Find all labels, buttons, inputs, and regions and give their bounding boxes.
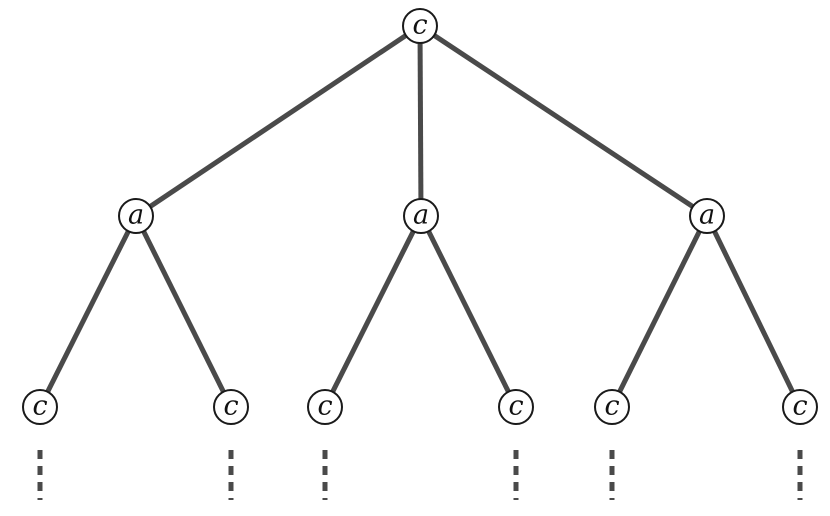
leaf-node-3-2: c — [782, 389, 818, 425]
leaf-node-1-2: c — [213, 389, 249, 425]
node-a-2-label: a — [413, 200, 429, 231]
edge-a2-to-c1 — [322, 214, 424, 409]
edge-root-to-a2 — [417, 25, 424, 217]
leaf-node-1-2-circle — [213, 389, 249, 425]
node-a-3-label: a — [699, 200, 715, 231]
node-a-3-circle — [689, 198, 725, 234]
leaf-node-1-1-circle — [22, 389, 58, 425]
leaf-node-2-2-label: c — [508, 391, 523, 422]
edge-a2-to-c2 — [418, 214, 519, 409]
leaf-node-3-2-circle — [782, 389, 818, 425]
edge-a3-to-c2 — [704, 214, 803, 409]
leaf-node-1-2-label: c — [223, 391, 238, 422]
leaf-node-3-1: c — [594, 389, 630, 425]
node-a-2: a — [403, 198, 439, 234]
edge-root-to-a1 — [134, 23, 422, 219]
root-node: c — [402, 8, 438, 44]
continuation-layer — [37, 450, 803, 500]
node-a-3: a — [689, 198, 725, 234]
leaf-node-3-1-label: c — [604, 391, 619, 422]
leaf-node-1-1: c — [22, 389, 58, 425]
edge-root-to-a3 — [418, 23, 709, 219]
edge-a3-to-c1 — [609, 214, 710, 409]
node-a-2-circle — [403, 198, 439, 234]
edge-a1-to-c1 — [37, 214, 139, 409]
edge-a1-to-c2 — [133, 214, 234, 409]
nodes-layer: c a c c a c c a c c — [22, 8, 818, 425]
node-a-1: a — [118, 198, 154, 234]
leaf-node-2-2-circle — [498, 389, 534, 425]
root-node-label: c — [412, 10, 427, 41]
edges-layer — [37, 23, 803, 409]
leaf-node-2-1: c — [307, 389, 343, 425]
leaf-node-3-2-label: c — [792, 391, 807, 422]
root-node-circle — [402, 8, 438, 44]
leaf-node-2-2: c — [498, 389, 534, 425]
leaf-node-1-1-label: c — [32, 391, 47, 422]
leaf-node-3-1-circle — [594, 389, 630, 425]
node-a-1-label: a — [128, 200, 144, 231]
leaf-node-2-1-label: c — [317, 391, 332, 422]
leaf-node-2-1-circle — [307, 389, 343, 425]
node-a-1-circle — [118, 198, 154, 234]
